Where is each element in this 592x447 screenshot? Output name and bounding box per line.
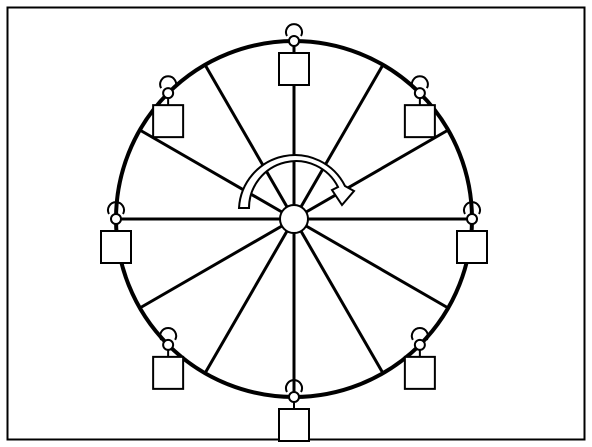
gondola-cabin <box>405 105 435 137</box>
gondola-pivot <box>415 340 425 350</box>
gondola-pivot <box>467 214 477 224</box>
gondola-cabin <box>153 105 183 137</box>
gondola-cabin <box>405 357 435 389</box>
wheel-hub <box>280 205 308 233</box>
gondola-pivot <box>289 36 299 46</box>
gondola-cabin <box>153 357 183 389</box>
gondola-pivot <box>163 88 173 98</box>
gondola-cabin <box>101 231 131 263</box>
gondola-cabin <box>279 409 309 441</box>
gondola-pivot <box>415 88 425 98</box>
gondola-cabin <box>457 231 487 263</box>
gondola-pivot <box>111 214 121 224</box>
gondola-pivot <box>163 340 173 350</box>
gondola-cabin <box>279 53 309 85</box>
gondola-pivot <box>289 392 299 402</box>
